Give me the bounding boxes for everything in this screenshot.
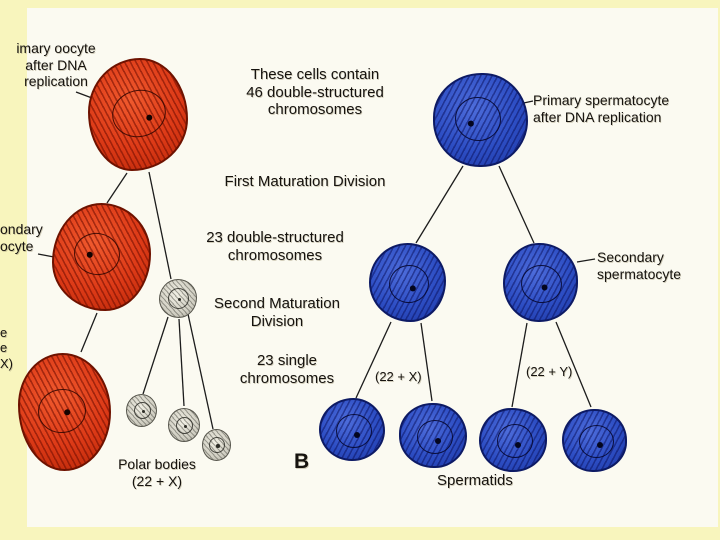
left-edge-fragment-label: e e X) <box>0 325 13 371</box>
nucleolus-dot <box>596 442 603 449</box>
polar-body-cell <box>126 394 157 427</box>
secondary-oocyte-cell <box>52 203 151 311</box>
primary-spermatocyte-label: Primary spermatocyte after DNA replicati… <box>533 92 670 125</box>
secondary-spermatocyte-right-cell <box>503 243 578 322</box>
first-maturation-division-label: First Maturation Division <box>224 173 386 190</box>
nucleus <box>336 414 372 448</box>
nucleolus-dot <box>64 409 71 416</box>
cells-contain-label: These cells contain 46 double-structured… <box>246 66 384 119</box>
nucleus <box>209 437 225 453</box>
double-structured-23-label: 23 double-structured chromosomes <box>206 229 344 264</box>
primary-oocyte-cell <box>88 58 188 171</box>
nucleolus-dot <box>354 431 360 438</box>
nucleolus-dot <box>541 284 549 291</box>
nucleus <box>386 261 432 307</box>
y-chromosome-label: (22 + Y) <box>526 364 573 379</box>
spermatid-cell-1 <box>319 398 385 461</box>
nucleolus-dot <box>86 251 94 259</box>
nucleus <box>518 262 565 306</box>
nucleolus-dot <box>141 409 146 414</box>
nucleolus-dot <box>409 284 417 292</box>
secondary-spermatocyte-label: Secondary spermatocyte <box>597 249 682 282</box>
nucleolus-dot <box>216 444 220 448</box>
second-maturation-division-label: Second Maturation Division <box>214 295 340 330</box>
spermatid-cell-2 <box>399 403 467 468</box>
nucleus <box>497 424 533 458</box>
nucleolus-dot <box>435 437 441 444</box>
nucleolus-dot <box>515 441 521 448</box>
nucleus <box>417 420 453 454</box>
nucleus <box>70 229 124 279</box>
nucleus <box>450 92 506 146</box>
secondary-spermatocyte-left-cell <box>369 243 446 322</box>
primary-oocyte-label: imary oocyte after DNA replication <box>16 40 96 90</box>
oocyte-cell <box>18 353 111 471</box>
secondary-oocyte-label: ondary ocyte <box>0 221 43 254</box>
nucleus <box>579 425 614 458</box>
first-polar-body-cell <box>159 279 197 318</box>
spermatid-cell-3 <box>479 408 547 472</box>
nucleus <box>35 385 89 437</box>
panel-b-marker: B <box>294 450 310 473</box>
nucleolus-dot <box>183 424 188 429</box>
x-chromosome-label: (22 + X) <box>375 369 422 384</box>
polar-bodies-label: Polar bodies (22 + X) <box>118 456 196 489</box>
nucleus <box>107 84 171 143</box>
spermatid-cell-4 <box>562 409 627 472</box>
nucleus <box>168 288 189 309</box>
spermatids-label: Spermatids <box>437 472 513 489</box>
polar-body-cell <box>168 408 200 442</box>
primary-spermatocyte-cell <box>433 73 528 167</box>
single-23-label: 23 single chromosomes <box>239 352 335 387</box>
nucleolus-dot <box>467 120 475 128</box>
nucleolus-dot <box>177 297 182 302</box>
polar-body-cell <box>202 429 231 461</box>
nucleus <box>134 402 151 419</box>
nucleus <box>176 417 193 434</box>
nucleolus-dot <box>145 114 154 122</box>
